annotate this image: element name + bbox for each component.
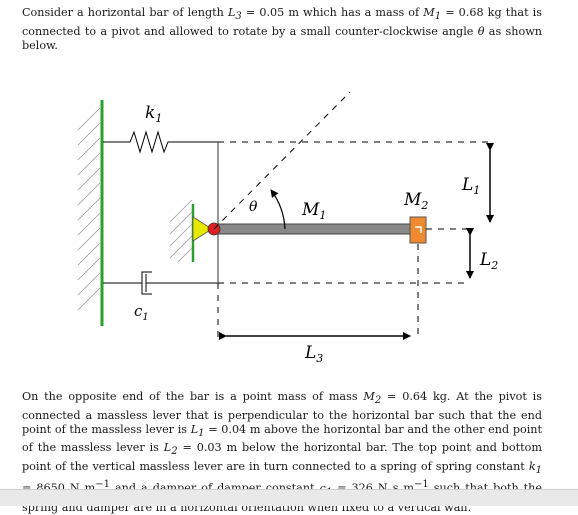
intro-text-2: = 0.05 m which has a mass of — [241, 6, 424, 19]
var-theta: θ — [477, 24, 485, 38]
L3-label: L3 — [304, 343, 323, 365]
angle-arc — [270, 189, 286, 230]
M2-label: M2 — [403, 190, 428, 212]
damper-c1 — [103, 271, 218, 295]
pivot-hatching — [169, 199, 195, 263]
M1-label: M1 — [301, 200, 326, 222]
theta-label: θ — [249, 199, 258, 215]
damper-label: c1 — [134, 302, 149, 323]
L1-label: L1 — [461, 175, 480, 197]
spring-k1 — [103, 130, 218, 154]
dashed-guides — [213, 91, 490, 340]
intro-text-3: = 0.68 kg that is connected to a pivot a… — [22, 6, 542, 38]
horizontal-bar-M1 — [213, 223, 411, 235]
bottom-scroll-bar[interactable] — [0, 489, 578, 506]
var-M1: M1 — [423, 6, 442, 23]
point-mass-M2 — [409, 216, 427, 244]
wall-hatching — [77, 107, 101, 311]
problem-intro-paragraph: Consider a horizontal bar of length L3 =… — [22, 6, 542, 53]
intro-text-4: as shown below. — [22, 24, 542, 52]
pivot-triangle — [192, 216, 213, 242]
mass-center-mark — [415, 226, 422, 233]
var-L3: L3 — [227, 6, 242, 23]
intro-text-1: Consider a horizontal bar of length — [22, 6, 228, 19]
spring-label: k1 — [145, 103, 162, 125]
L2-label: L2 — [479, 250, 498, 272]
